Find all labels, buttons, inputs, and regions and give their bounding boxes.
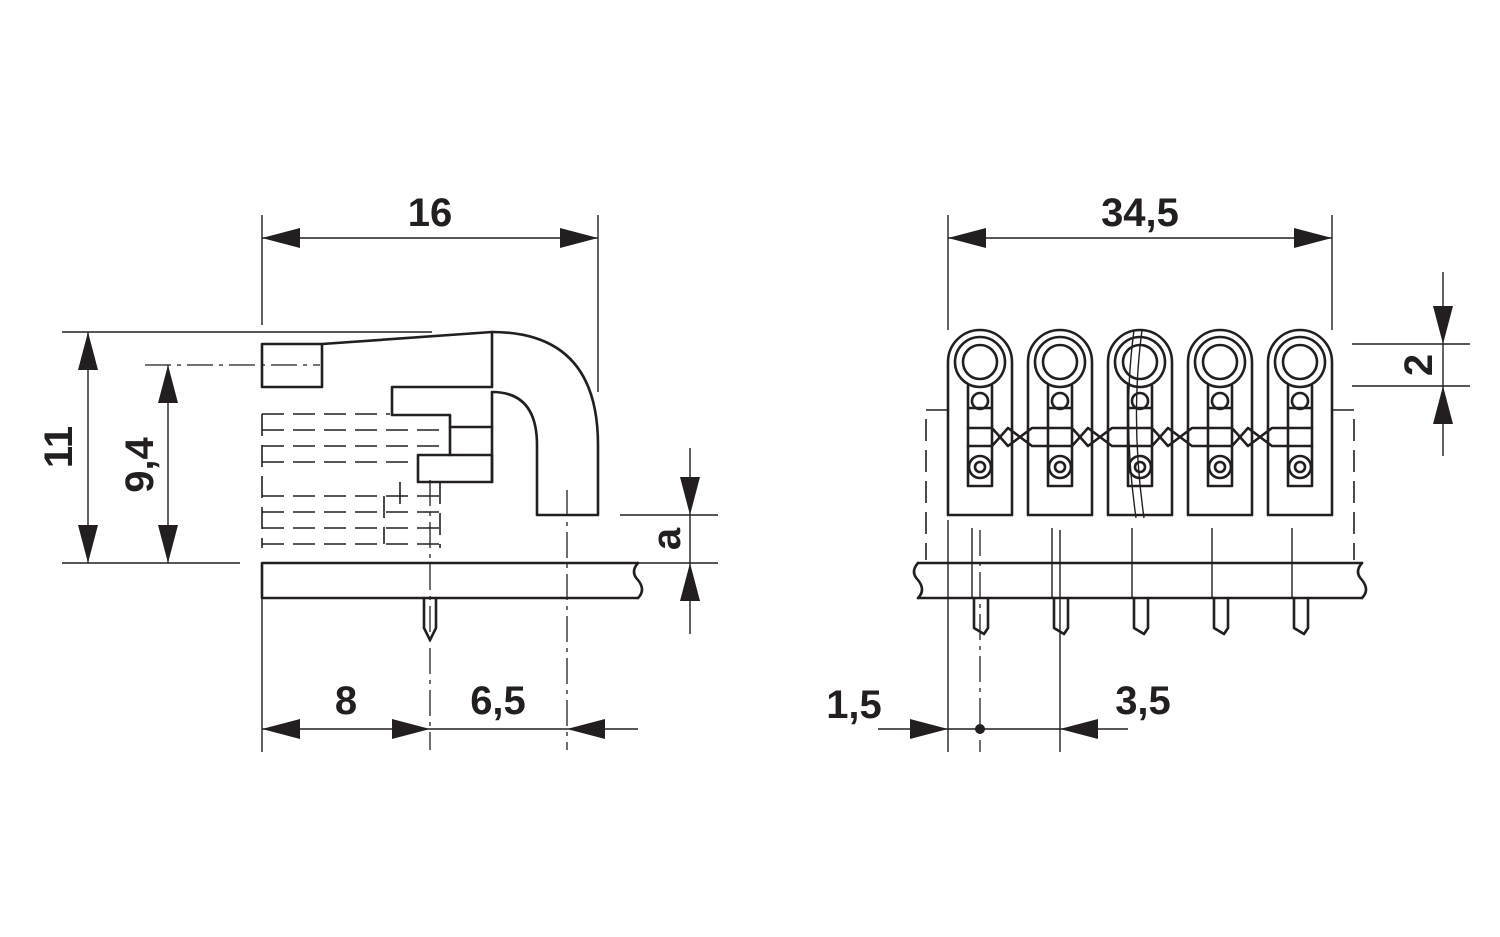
dim-16-arrow-left [262,228,300,248]
front-zigzag-bridge-bottom [966,426,1314,448]
front-position-pin [1292,596,1310,636]
front-zigzag-bridge-top [966,426,1314,448]
front-view: 34,5 2 1,5 3,5 [826,191,1470,752]
front-position-body [1186,328,1254,517]
dim-34-5-label: 34,5 [1101,191,1179,235]
side-body-outline [260,342,324,389]
front-position-pin [1052,596,1070,636]
front-position-outer-ring [953,335,1007,389]
front-position-lower-hole-outer [1207,454,1233,480]
dim-11-label: 11 [37,426,81,468]
dim-16-label: 16 [408,191,453,235]
dim-1-5-arrow [910,719,948,739]
front-position-pin [1212,596,1230,636]
dim-a-arrow-bottom [680,563,700,601]
front-position-inner-ring [961,343,999,381]
dim-pitch-origin-dot [975,724,985,734]
front-position-lower-hole-outer [1047,454,1073,480]
dim-3-5-arrow [1060,719,1098,739]
front-positions [946,328,1334,636]
dim-2-arrow-top [1433,306,1453,344]
dim-6-5-arrow-right [567,719,605,739]
front-position-outer-ring [1113,335,1167,389]
front-hidden-outline [925,409,1355,560]
front-position-lower-hole-inner [1133,460,1147,474]
side-hook [490,330,600,517]
front-position-outer-ring [1193,335,1247,389]
side-view: 16 11 9,4 a 8 6,5 [37,191,718,752]
side-latch [416,453,494,484]
front-position-inner-ring [1041,343,1079,381]
dim-6-5-label: 6,5 [470,679,526,723]
front-pcb-break-left [912,561,924,600]
front-position-outer-ring [1273,335,1327,389]
front-pcb [916,561,1364,600]
dim-2-label: 2 [1397,354,1441,376]
front-pcb-break-right [1356,561,1368,600]
dim-9-4-arrow-top [158,365,178,403]
dim-16-arrow-right [560,228,598,248]
dim-9-4-arrow-bottom [158,525,178,563]
side-plug-top [320,330,494,429]
front-position-upper-hole [1050,391,1070,411]
front-position-upper-hole [970,391,990,411]
dim-9-4-label: 9,4 [118,436,162,492]
dim-34-5-arrow-right [1294,228,1332,248]
front-position-inner-ring [1281,343,1319,381]
dim-1-5-label: 1,5 [826,683,882,727]
front-position-upper-hole [1290,391,1310,411]
front-position-lower-hole-inner [973,460,987,474]
side-plug-inner [448,390,494,484]
front-wire [1127,329,1137,519]
front-position-lower-hole-outer [1127,454,1153,480]
front-position-body [1026,328,1094,517]
front-position-body [946,328,1014,517]
side-pcb-break [632,561,644,600]
dim-8-label: 8 [335,679,357,723]
front-position-lower-hole-inner [1213,460,1227,474]
front-position-lower-hole-inner [1293,460,1307,474]
dim-11-arrow-top [78,332,98,370]
front-position-outer-ring [1033,335,1087,389]
dim-8-arrow-right [392,719,430,739]
front-position-lower-hole-outer [967,454,993,480]
side-hidden-lines [261,413,448,548]
dim-a-label: a [645,527,689,550]
dim-2-arrow-bottom [1433,386,1453,424]
front-position-upper-hole [1130,391,1150,411]
front-position-upper-hole [1210,391,1230,411]
dim-a-arrow-top [680,477,700,515]
dim-3-5-label: 3,5 [1115,679,1171,723]
front-position-pin [1132,596,1150,636]
dim-11-arrow-bottom [78,525,98,563]
side-pcb [260,561,640,600]
front-position-pin [972,596,990,636]
dim-8-arrow-left [262,719,300,739]
front-position-body [1266,328,1334,517]
front-wire [1135,329,1145,519]
front-position-inner-ring [1201,343,1239,381]
front-position-lower-hole-outer [1287,454,1313,480]
dim-34-5-arrow-left [948,228,986,248]
front-position-lower-hole-inner [1053,460,1067,474]
